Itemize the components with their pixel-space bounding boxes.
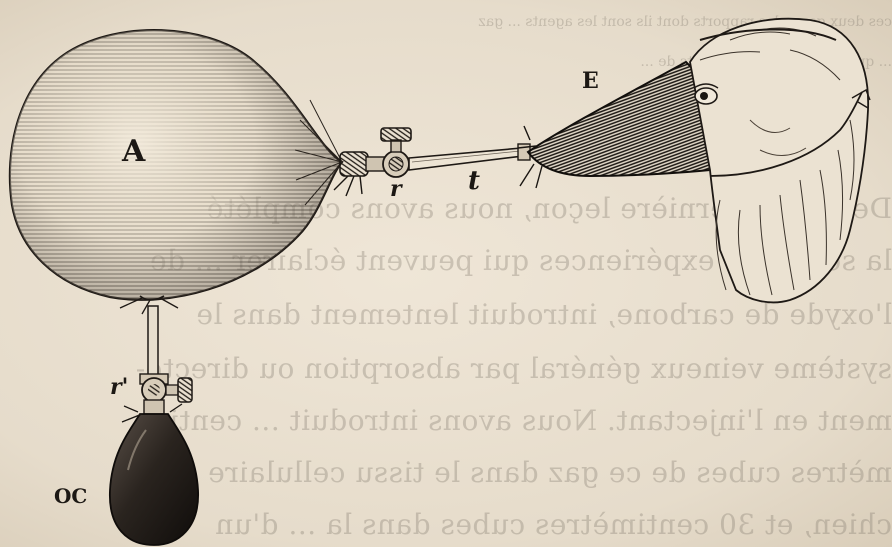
lower-stopcock (140, 374, 192, 414)
upper-stopcock (366, 128, 411, 177)
label-stopcock-r-prime: r' (110, 374, 128, 400)
face-mask (518, 62, 710, 188)
label-mask-e: E (582, 68, 599, 94)
label-balloon-a: A (122, 134, 145, 169)
label-tube-t: t (468, 166, 480, 196)
label-stopcock-r: r (390, 176, 402, 202)
gas-balloon (10, 30, 368, 314)
label-bulb-oc: OC (54, 484, 87, 508)
lower-stem (148, 306, 158, 376)
dog-head (690, 19, 870, 303)
rubber-bulb (110, 404, 198, 545)
